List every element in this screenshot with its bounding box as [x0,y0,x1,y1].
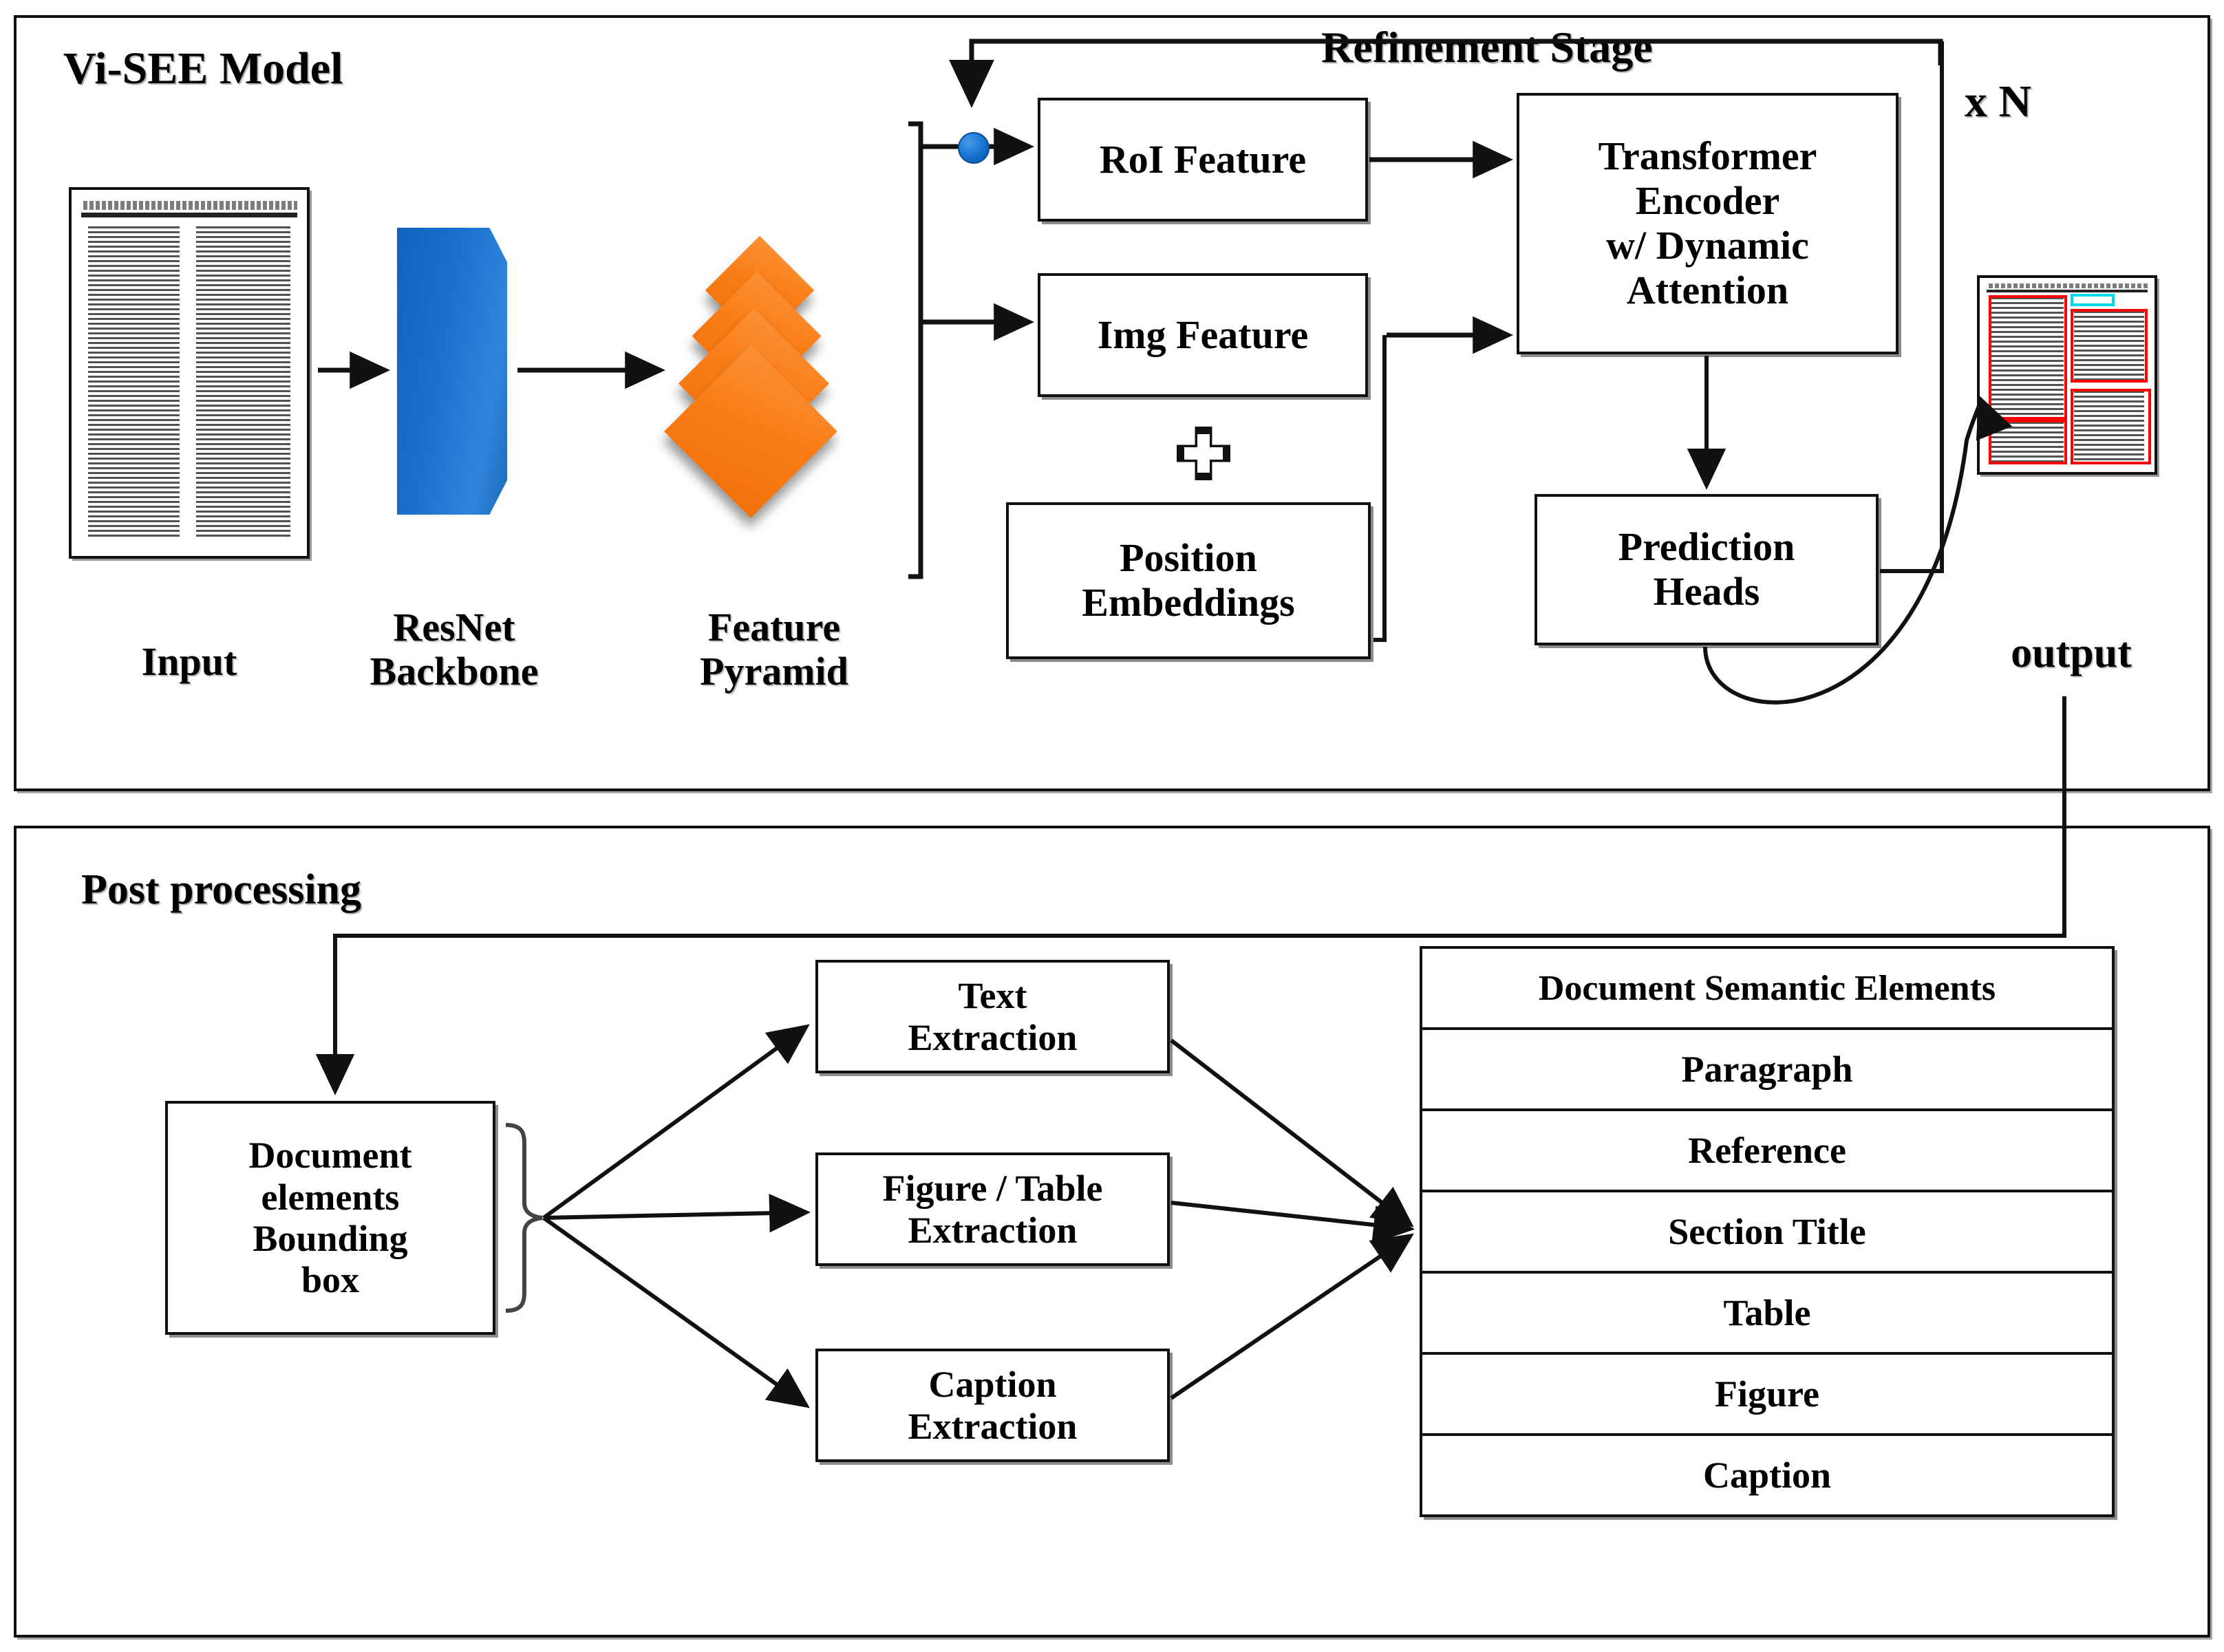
semantic-table-row-paragraph: Paragraph [1422,1030,2112,1111]
caption-extraction-box[interactable]: Caption Extraction [815,1349,1170,1462]
transformer-encoder-box[interactable]: Transformer Encoder w/ Dynamic Attention [1517,93,1899,354]
document-elements-bounding-box[interactable]: Document elements Bounding box [165,1101,495,1335]
semantic-table-row-figure: Figure [1422,1355,2112,1436]
doc-header-line [1988,283,2148,289]
detection-box-section-title [2071,293,2115,306]
repeat-count-label: x N [1965,76,2032,127]
doc-right-column-upper [2074,310,2144,381]
semantic-table-row-reference: Reference [1422,1111,2112,1192]
position-embeddings-box[interactable]: Position Embeddings [1006,502,1371,659]
feature-junction-dot [958,132,990,164]
label-feature-pyramid: Feature Pyramid [700,605,848,694]
semantic-table-row-section-title: Section Title [1422,1192,2112,1274]
label-input: Input [141,639,237,684]
detection-box-paragraph-right-upper [2071,309,2148,383]
doc-header-line [83,200,298,210]
doc-left-column [87,226,180,538]
document-semantic-elements-table: Document Semantic Elements Paragraph Ref… [1420,946,2115,1517]
vi-see-model-title: Vi-SEE Model [63,43,343,94]
doc-rule [1987,290,2148,293]
output-document-thumbnail [1977,275,2157,475]
label-output: output [2011,630,2132,676]
detection-box-paragraph-left [1988,295,2067,420]
refinement-stage-label: Refinement Stage [1321,23,1653,72]
text-extraction-box[interactable]: Text Extraction [815,960,1170,1073]
img-feature-box[interactable]: Img Feature [1038,273,1368,397]
doc-right-column-lower [2074,390,2144,462]
prediction-heads-box[interactable]: Prediction Heads [1535,494,1879,645]
detection-box-paragraph-left-lower [1988,419,2067,464]
doc-right-column [196,226,291,538]
post-processing-title: Post processing [81,866,362,913]
detection-box-paragraph-right-lower [2071,388,2151,464]
semantic-table-row-table: Table [1422,1274,2112,1355]
doc-rule [81,212,298,217]
resnet-backbone-shape [397,228,507,515]
input-document-thumbnail [69,187,310,559]
label-resnet-backbone: ResNet Backbone [370,605,539,694]
figure-table-extraction-box[interactable]: Figure / Table Extraction [815,1152,1170,1266]
roi-feature-box[interactable]: RoI Feature [1038,98,1368,222]
semantic-table-row-caption: Caption [1702,1455,1832,1496]
semantic-table-header: Document Semantic Elements [1422,949,2112,1030]
